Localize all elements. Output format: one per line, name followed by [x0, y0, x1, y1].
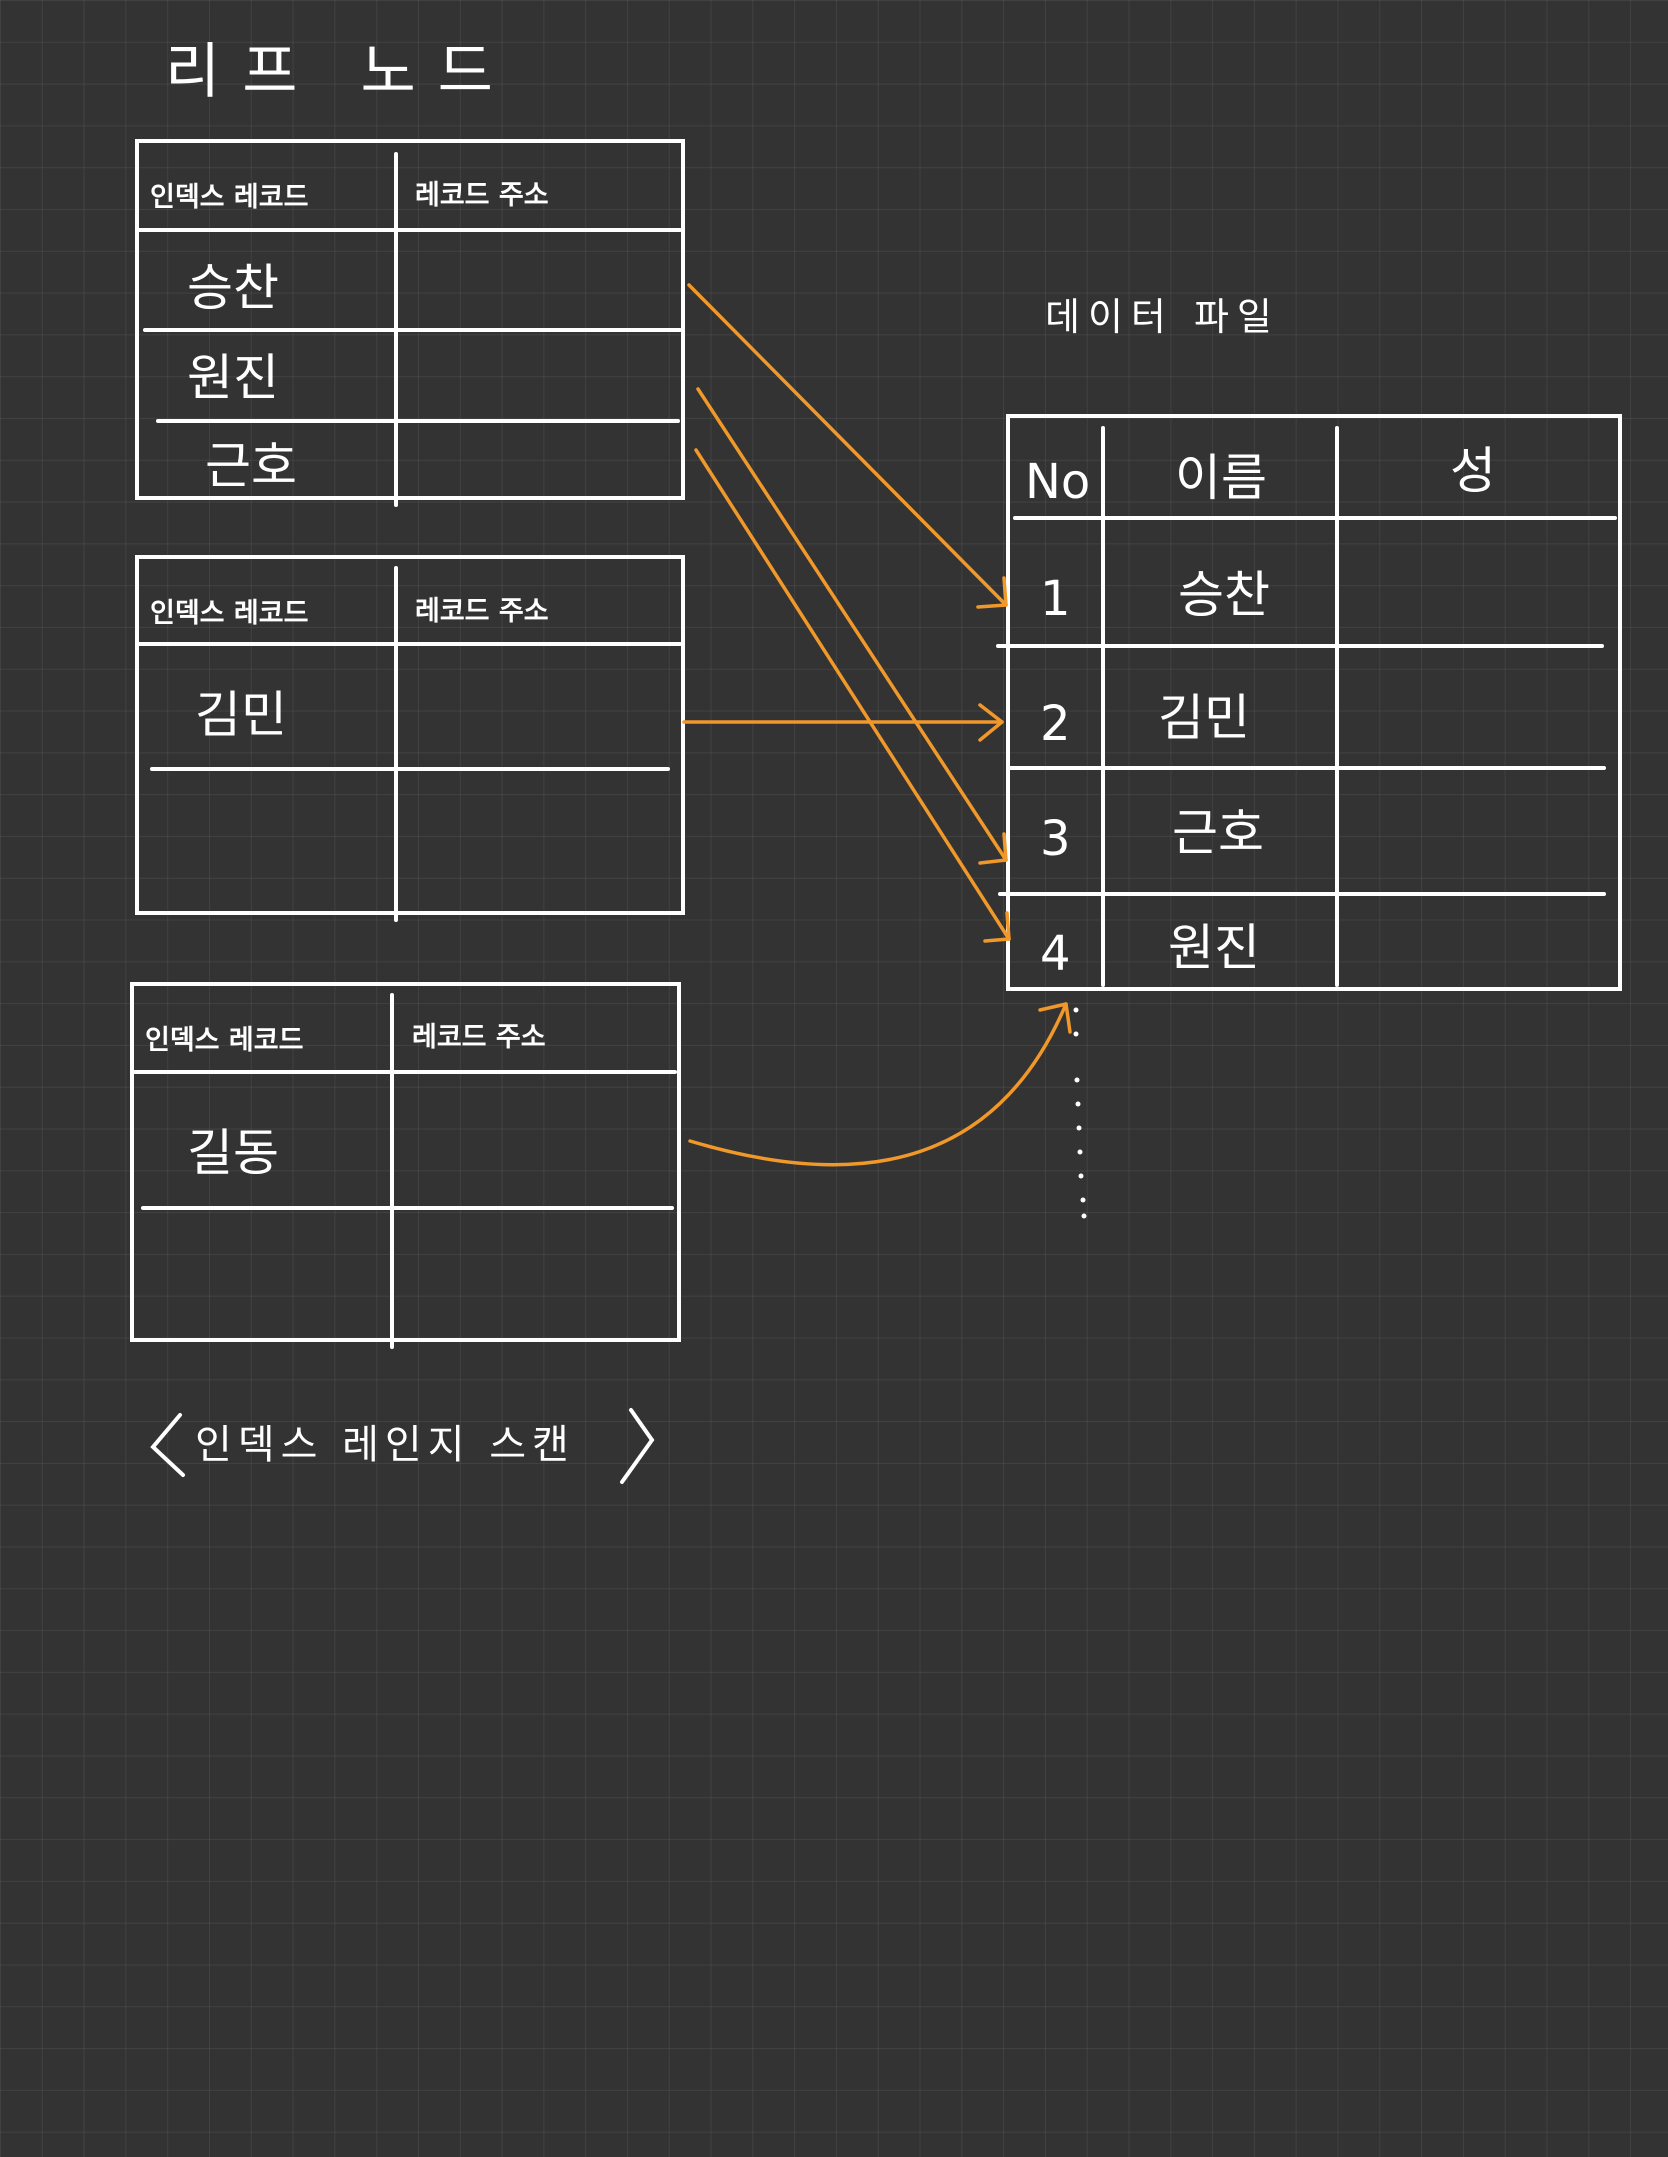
data-row-no: 4	[1040, 926, 1071, 982]
index-header-col2: 레코드 주소	[412, 1022, 546, 1053]
index-cell: 원진	[187, 349, 279, 407]
index-table-1: 인덱스 레코드 레코드 주소 승찬 원진 근호	[135, 139, 685, 507]
data-header-name: 이름	[1175, 449, 1267, 507]
data-row-name: 김민	[1158, 689, 1250, 747]
index-cell: 근호	[205, 437, 297, 495]
index-header-col2: 레코드 주소	[415, 180, 549, 211]
index-table-2: 인덱스 레코드 레코드 주소 김민	[135, 555, 685, 922]
pointer-arrow	[688, 1002, 1072, 1167]
data-header-no: No	[1025, 454, 1090, 510]
caption: 인덱스 레인지 스캔	[150, 1408, 655, 1484]
continuation-dots	[1073, 1007, 1087, 1219]
leaf-node-title: 리프 노드	[165, 37, 515, 107]
index-cell: 김민	[195, 686, 287, 744]
data-header-surname: 성	[1450, 442, 1496, 500]
caption-text: 인덱스 레인지 스캔	[195, 1422, 575, 1468]
data-file-title: 데이터 파일	[1045, 295, 1280, 339]
data-row-name: 승찬	[1178, 566, 1270, 624]
index-table-3: 인덱스 레코드 레코드 주소 길동	[130, 982, 681, 1349]
index-cell: 길동	[187, 1124, 279, 1182]
pointer-arrow	[694, 448, 1011, 943]
data-file-table: No 이름 성 1 승찬 2 김민 3 근호 4 원진	[996, 414, 1622, 991]
data-row-name: 원진	[1168, 919, 1260, 977]
pointer-arrow	[687, 283, 1008, 609]
pointer-arrow	[696, 387, 1008, 865]
index-cell: 승찬	[187, 259, 279, 317]
data-row-no: 3	[1040, 811, 1071, 867]
index-header-col1: 인덱스 레코드	[145, 1025, 303, 1056]
index-header-col2: 레코드 주소	[415, 596, 549, 627]
index-header-col1: 인덱스 레코드	[150, 182, 308, 213]
index-header-col1: 인덱스 레코드	[150, 598, 308, 629]
data-row-no: 1	[1040, 571, 1071, 627]
data-row-no: 2	[1040, 696, 1071, 752]
pointer-arrow	[682, 703, 1004, 742]
data-row-name: 근호	[1172, 804, 1264, 862]
